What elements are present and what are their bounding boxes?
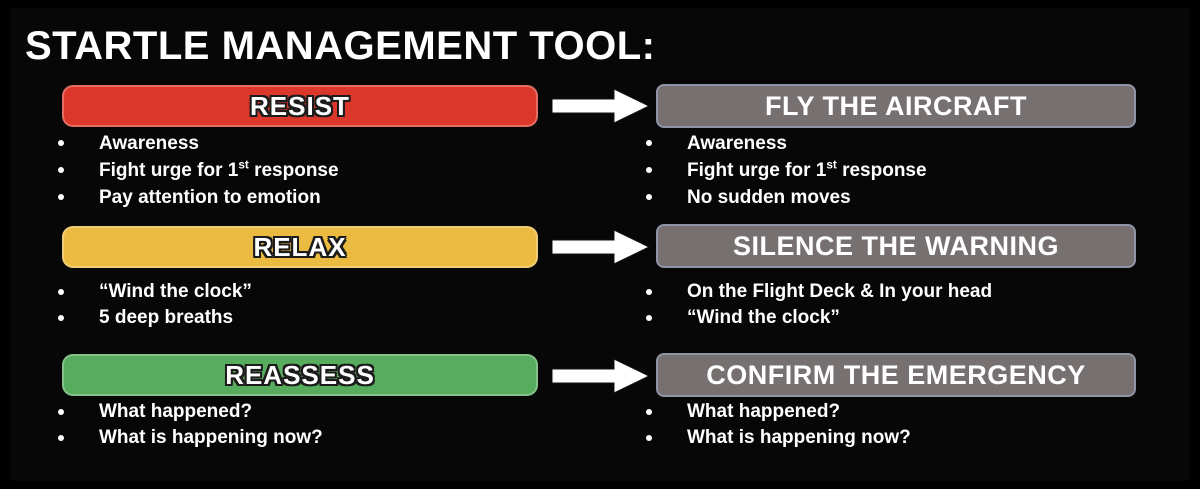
list-item: Awareness <box>58 130 339 157</box>
confirm-the-emergency-box: CONFIRM THE EMERGENCY <box>656 353 1136 397</box>
bullet-text: Fight urge for 1st response <box>687 158 927 181</box>
fly-the-aircraft-label: FLY THE AIRCRAFT <box>764 90 1027 121</box>
bullet-text: What is happening now? <box>687 427 911 448</box>
relax-label: RELAX <box>253 231 347 262</box>
list-item: No sudden moves <box>646 184 927 211</box>
list-item: 5 deep breaths <box>58 305 252 331</box>
reassess-box: REASSESS <box>62 354 538 396</box>
bullet-dot <box>58 194 64 200</box>
confirm-the-emergency-bullet-list: What happened? What is happening now? <box>646 399 911 451</box>
list-item: What happened? <box>58 399 323 425</box>
bullet-text: What happened? <box>99 401 253 422</box>
bullet-dot <box>646 315 652 321</box>
right-arrow-icon <box>552 229 650 265</box>
bullet-dot <box>646 140 652 146</box>
list-item: “Wind the clock” <box>58 279 252 305</box>
relax-box: RELAX <box>62 226 538 268</box>
bullet-text: On the Flight Deck & In your head <box>687 281 993 302</box>
bullet-dot <box>58 315 64 321</box>
list-item: On the Flight Deck & In your head <box>646 279 992 305</box>
list-item: Fight urge for 1st response <box>646 157 927 184</box>
reassess-bullet-list: What happened? What is happening now? <box>58 399 323 451</box>
list-item: Pay attention to emotion <box>58 184 339 211</box>
relax-bullet-list: “Wind the clock” 5 deep breaths <box>58 279 252 331</box>
bullet-text: Fight urge for 1st response <box>99 158 339 181</box>
resist-label: RESIST <box>250 90 350 121</box>
bullet-dot <box>58 289 64 295</box>
bullet-text: Awareness <box>99 133 199 154</box>
bullet-text: What happened? <box>687 401 841 422</box>
list-item: “Wind the clock” <box>646 305 992 331</box>
bullet-text: Awareness <box>687 133 787 154</box>
right-arrow-icon <box>552 358 650 394</box>
fly-the-aircraft-bullet-list: Awareness Fight urge for 1st response No… <box>646 130 927 211</box>
bullet-text: “Wind the clock” <box>687 307 840 328</box>
bullet-text: “Wind the clock” <box>99 281 252 302</box>
bullet-text: No sudden moves <box>687 187 851 208</box>
right-arrow-icon <box>552 88 650 124</box>
list-item: What happened? <box>646 399 911 425</box>
bullet-text: What is happening now? <box>99 427 323 448</box>
resist-bullet-list: Awareness Fight urge for 1st response Pa… <box>58 130 339 211</box>
bullet-dot <box>58 140 64 146</box>
silence-the-warning-label: SILENCE THE WARNING <box>732 230 1059 261</box>
bullet-dot <box>646 194 652 200</box>
list-item: Awareness <box>646 130 927 157</box>
list-item: What is happening now? <box>58 425 323 451</box>
page-title: STARTLE MANAGEMENT TOOL: <box>25 24 656 68</box>
bullet-dot <box>58 167 64 173</box>
silence-the-warning-bullet-list: On the Flight Deck & In your head “Wind … <box>646 279 992 331</box>
bullet-dot <box>646 167 652 173</box>
resist-box: RESIST <box>62 85 538 127</box>
list-item: Fight urge for 1st response <box>58 157 339 184</box>
reassess-label: REASSESS <box>225 359 375 390</box>
bullet-dot <box>58 435 64 441</box>
bullet-dot <box>646 409 652 415</box>
bullet-text: 5 deep breaths <box>99 307 234 328</box>
bullet-text: Pay attention to emotion <box>99 187 321 208</box>
fly-the-aircraft-box: FLY THE AIRCRAFT <box>656 84 1136 128</box>
bullet-dot <box>58 409 64 415</box>
silence-the-warning-box: SILENCE THE WARNING <box>656 224 1136 268</box>
confirm-the-emergency-label: CONFIRM THE EMERGENCY <box>706 359 1086 390</box>
list-item: What is happening now? <box>646 425 911 451</box>
bullet-dot <box>646 289 652 295</box>
bullet-dot <box>646 435 652 441</box>
